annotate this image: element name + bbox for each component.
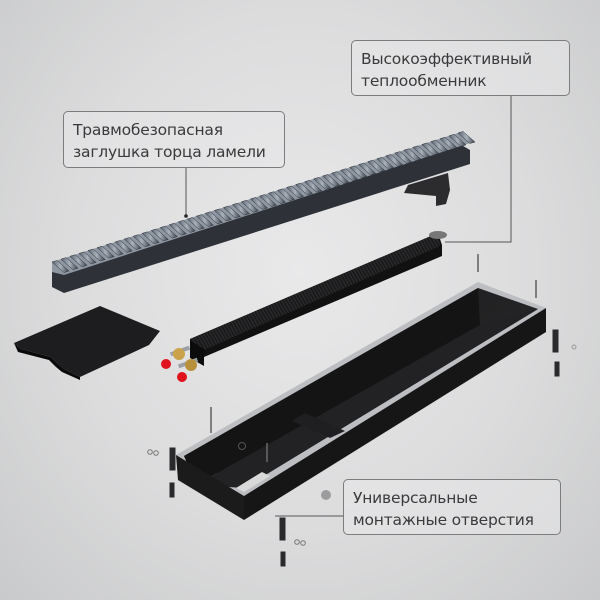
callout-line: монтажные отверстия: [353, 511, 534, 529]
callout-line: теплообменник: [361, 72, 487, 90]
brass-fitting: [173, 348, 185, 360]
callout-mounting-holes: Универсальные монтажные отверстия: [343, 479, 561, 535]
callout-line: Травмобезопасная: [73, 121, 223, 139]
red-cap: [161, 359, 171, 369]
callout-line: заглушка торца ламели: [73, 143, 266, 161]
brass-fitting: [185, 359, 197, 371]
callout-slat-endcap: Травмобезопасная заглушка торца ламели: [63, 111, 285, 168]
leader-exchanger: [445, 96, 512, 243]
red-cap: [177, 372, 187, 382]
heat-exchanger: [161, 231, 447, 382]
mounting-brackets: [147, 254, 577, 567]
convector-housing: [176, 282, 546, 520]
roll-grille: [51, 131, 476, 293]
end-cover: [14, 306, 160, 380]
callout-heat-exchanger: Высокоэффективный теплообменник: [351, 40, 570, 96]
grille-slats: [51, 131, 476, 273]
callout-line: Высокоэффективный: [361, 50, 532, 68]
callout-line: Универсальные: [353, 489, 478, 507]
leader-lines: [185, 96, 512, 517]
